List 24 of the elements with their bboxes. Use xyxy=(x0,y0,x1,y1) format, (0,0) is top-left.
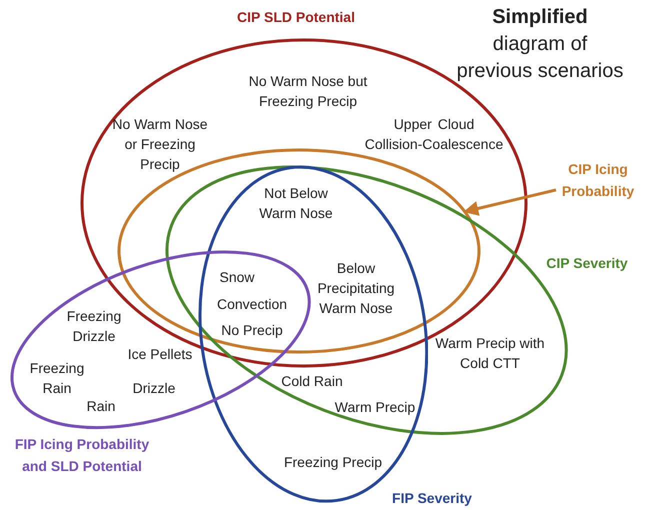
region-label: Ice Pellets xyxy=(126,345,194,364)
region-label: Convection xyxy=(216,295,288,314)
region-label: Drizzle xyxy=(132,379,176,398)
region-label: Cold Rain xyxy=(280,372,344,391)
region-label: No Warm Nose or Freezing Precip xyxy=(111,115,209,174)
set-label: CIP Severity xyxy=(545,254,629,273)
region-label: Upper Cloud Collision-Coalescence xyxy=(364,115,504,154)
region-label: Freezing Precip xyxy=(282,453,384,472)
diagram-title: Simplified diagram of previous scenarios xyxy=(456,5,624,84)
region-label: No Precip xyxy=(220,321,284,340)
region-label: Freezing Rain xyxy=(28,359,86,398)
region-label: Snow xyxy=(218,268,256,287)
set-label: FIP Severity xyxy=(391,488,473,508)
region-label: Rain xyxy=(86,397,116,416)
region-label: No Warm Nose but Freezing Precip xyxy=(248,72,368,111)
region-label: Not Below Warm Nose xyxy=(258,184,334,223)
region-label: Warm Precip xyxy=(334,398,416,417)
region-label: Freezing Drizzle xyxy=(66,307,122,346)
set-label: FIP Icing Probability and SLD Potential xyxy=(14,434,150,476)
region-label: Warm Precip with Cold CTT xyxy=(435,334,545,373)
set-label: CIP Icing Probability xyxy=(556,158,640,202)
region-label: Below Precipitating Warm Nose xyxy=(316,259,396,318)
arrow xyxy=(463,188,556,216)
set-label: CIP SLD Potential xyxy=(236,8,356,27)
